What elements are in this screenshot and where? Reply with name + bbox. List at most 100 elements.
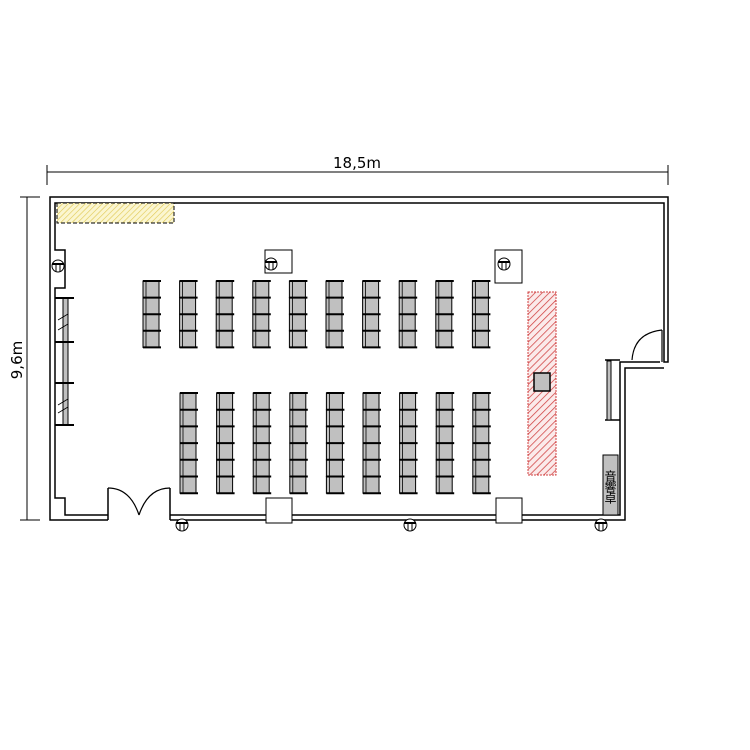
seat[interactable] xyxy=(362,409,380,427)
seat[interactable] xyxy=(325,476,343,494)
seat[interactable] xyxy=(179,459,197,477)
seat[interactable] xyxy=(325,409,343,427)
seat[interactable] xyxy=(215,330,233,348)
seat[interactable] xyxy=(472,442,490,461)
seat[interactable] xyxy=(289,392,307,411)
seat[interactable] xyxy=(362,459,380,477)
sound-desk xyxy=(602,454,619,516)
seat[interactable] xyxy=(216,425,234,444)
seat[interactable] xyxy=(399,409,417,427)
seat[interactable] xyxy=(398,330,416,348)
seat[interactable] xyxy=(288,280,306,299)
seat[interactable] xyxy=(362,476,380,494)
seat[interactable] xyxy=(179,297,197,315)
seat[interactable] xyxy=(399,442,417,461)
seat[interactable] xyxy=(325,297,343,315)
seat[interactable] xyxy=(216,392,234,411)
seat[interactable] xyxy=(288,330,306,348)
seat[interactable] xyxy=(472,409,490,427)
seat[interactable] xyxy=(472,476,490,494)
seat[interactable] xyxy=(216,409,234,427)
seat[interactable] xyxy=(216,459,234,477)
seat[interactable] xyxy=(471,330,489,348)
seat[interactable] xyxy=(179,476,197,494)
seat[interactable] xyxy=(289,459,307,477)
seat[interactable] xyxy=(288,313,306,332)
seat[interactable] xyxy=(398,280,416,299)
seat[interactable] xyxy=(179,425,197,444)
seat[interactable] xyxy=(215,297,233,315)
seat[interactable] xyxy=(179,442,197,461)
seat[interactable] xyxy=(399,459,417,477)
seat[interactable] xyxy=(399,476,417,494)
seat[interactable] xyxy=(216,476,234,494)
seat[interactable] xyxy=(252,459,270,477)
seat-column xyxy=(435,392,455,495)
seat[interactable] xyxy=(289,409,307,427)
seat[interactable] xyxy=(435,476,453,494)
seat[interactable] xyxy=(435,425,453,444)
entrance-double-door[interactable] xyxy=(107,487,171,516)
seat[interactable] xyxy=(289,425,307,444)
seat[interactable] xyxy=(289,442,307,461)
seat[interactable] xyxy=(325,425,343,444)
seat[interactable] xyxy=(435,459,453,477)
seat[interactable] xyxy=(179,313,197,332)
seat[interactable] xyxy=(289,476,307,494)
seat[interactable] xyxy=(325,392,343,411)
seat[interactable] xyxy=(216,442,234,461)
seat[interactable] xyxy=(142,297,160,315)
seat[interactable] xyxy=(215,313,233,332)
seat[interactable] xyxy=(362,313,380,332)
seat[interactable] xyxy=(325,313,343,332)
seat[interactable] xyxy=(325,330,343,348)
seat[interactable] xyxy=(252,330,270,348)
seat[interactable] xyxy=(252,409,270,427)
seat[interactable] xyxy=(362,297,380,315)
seat[interactable] xyxy=(471,297,489,315)
seat[interactable] xyxy=(215,280,233,299)
seat[interactable] xyxy=(471,313,489,332)
seat[interactable] xyxy=(399,392,417,411)
seat[interactable] xyxy=(435,392,453,411)
seat[interactable] xyxy=(435,313,453,332)
seat[interactable] xyxy=(252,442,270,461)
seat[interactable] xyxy=(179,409,197,427)
seat[interactable] xyxy=(179,330,197,348)
seat[interactable] xyxy=(435,409,453,427)
seat[interactable] xyxy=(435,442,453,461)
seat[interactable] xyxy=(252,313,270,332)
seat[interactable] xyxy=(362,442,380,461)
seat[interactable] xyxy=(362,330,380,348)
seat[interactable] xyxy=(399,425,417,444)
seat[interactable] xyxy=(288,297,306,315)
seat[interactable] xyxy=(435,280,453,299)
seat[interactable] xyxy=(325,280,343,299)
seat-column xyxy=(179,392,198,495)
seat[interactable] xyxy=(362,392,380,411)
seat[interactable] xyxy=(179,280,197,299)
seat[interactable] xyxy=(142,313,160,332)
seat[interactable] xyxy=(471,280,489,299)
seat[interactable] xyxy=(325,459,343,477)
seat[interactable] xyxy=(142,330,160,348)
seat[interactable] xyxy=(362,425,380,444)
seat[interactable] xyxy=(142,280,160,299)
seat[interactable] xyxy=(252,297,270,315)
seat[interactable] xyxy=(472,459,490,477)
seat[interactable] xyxy=(398,313,416,332)
seat[interactable] xyxy=(252,280,270,299)
seat[interactable] xyxy=(398,297,416,315)
seat[interactable] xyxy=(362,280,380,299)
seat[interactable] xyxy=(472,392,490,411)
seat[interactable] xyxy=(325,442,343,461)
seat[interactable] xyxy=(252,425,270,444)
seat[interactable] xyxy=(179,392,197,411)
height-label: 9,6m xyxy=(8,341,26,379)
seat[interactable] xyxy=(252,392,270,411)
seat[interactable] xyxy=(472,425,490,444)
seat[interactable] xyxy=(435,297,453,315)
seat[interactable] xyxy=(435,330,453,348)
seat[interactable] xyxy=(252,476,270,494)
side-door[interactable] xyxy=(631,329,663,362)
